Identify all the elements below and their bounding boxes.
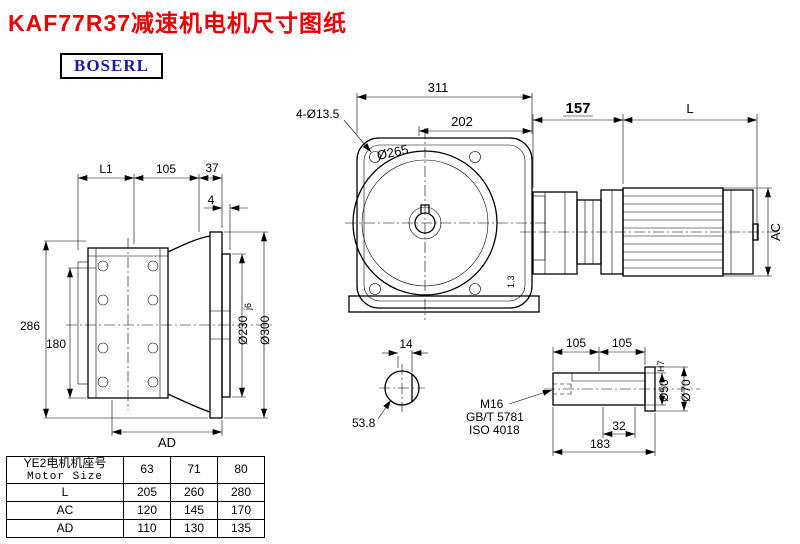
label-standard-gb: GB/T 5781: [466, 410, 524, 424]
dim-311: 311: [428, 80, 449, 95]
label-standard-iso: ISO 4018: [469, 423, 520, 437]
dim-14: 14: [399, 337, 413, 351]
table-row-AC: AC 120 145 170: [6, 501, 265, 521]
dim-202: 202: [451, 114, 473, 129]
motor-view-dimensions: 157 L AC: [532, 100, 783, 277]
label-thread-m16: M16: [480, 397, 504, 411]
table-cell: 280: [217, 483, 265, 503]
table-cell: 260: [170, 483, 218, 503]
brand-logo: BOSERL: [74, 56, 149, 75]
brand-logo-box: BOSERL: [60, 53, 163, 79]
table-cell: 110: [123, 519, 171, 539]
dim-4: 4: [208, 193, 215, 207]
dim-dia50-tolerance: H7: [656, 360, 666, 372]
left-view-dimensions: L1 105 37 4 286 180 Ø230 j6 Ø300 AD: [20, 161, 272, 450]
table-row-label: AC: [6, 501, 124, 521]
dim-105-right: 105: [612, 336, 632, 350]
dim-53-8: 53.8: [352, 416, 376, 430]
table-header-size-80: 80: [217, 455, 265, 485]
label-dia265: Ø265: [376, 142, 410, 163]
table-header-size-63: 63: [123, 455, 171, 485]
table-row-AD: AD 110 130 135: [6, 519, 265, 539]
left-view-linework: [66, 231, 272, 419]
label-bolt-holes: 4-Ø13.5: [296, 107, 340, 121]
dim-L: L: [686, 101, 693, 116]
dim-105-left: 105: [566, 336, 586, 350]
shaft-view-linework: [544, 366, 700, 412]
section-view-dimensions: 14 53.8: [352, 337, 428, 430]
front-view-dimensions: 311 202 4-Ø13.5 Ø265 1.3: [296, 80, 533, 288]
table-header-cn: YE2电机机座号: [23, 456, 107, 470]
table-header-size-71: 71: [170, 455, 218, 485]
table-cell: 120: [123, 501, 171, 521]
table-cell: 135: [217, 519, 265, 539]
table-header-row: YE2电机机座号 Motor Size 63 71 80: [6, 455, 265, 485]
dim-dia230-tolerance: j6: [243, 303, 253, 311]
table-cell: 170: [217, 501, 265, 521]
dim-105: 105: [156, 162, 176, 176]
dim-157: 157: [565, 100, 590, 117]
dim-AC: AC: [768, 223, 783, 241]
dim-180: 180: [46, 337, 66, 351]
label-surface-finish: 1.3: [506, 275, 516, 288]
table-row-label: L: [6, 483, 124, 503]
table-header-en: Motor Size: [26, 470, 103, 483]
dim-286: 286: [20, 319, 40, 333]
motor-view-linework: [520, 187, 778, 277]
table-cell: 145: [170, 501, 218, 521]
motor-size-table: YE2电机机座号 Motor Size 63 71 80 L 205 260 2…: [6, 455, 265, 539]
table-header-motor-size: YE2电机机座号 Motor Size: [6, 455, 124, 485]
dim-183: 183: [590, 437, 610, 451]
table-row-L: L 205 260 280: [6, 483, 265, 503]
dim-dia50: Ø50: [657, 379, 671, 402]
table-cell: 130: [170, 519, 218, 539]
page-title: KAF77R37减速机电机尺寸图纸: [8, 10, 348, 36]
dim-37: 37: [205, 161, 219, 175]
dim-dia70: Ø70: [679, 379, 693, 402]
dim-32: 32: [612, 419, 626, 433]
dim-dia300: Ø300: [258, 315, 272, 345]
table-cell: 205: [123, 483, 171, 503]
dim-dia230: Ø230: [236, 315, 250, 345]
section-view-linework: [379, 364, 425, 412]
front-view-linework: [345, 128, 548, 320]
shaft-view-dimensions: 105 105 M16 GB/T 5781 ISO 4018 32 183 Ø5…: [466, 336, 693, 456]
dim-AD: AD: [158, 435, 176, 450]
table-row-label: AD: [6, 519, 124, 539]
dim-L1: L1: [99, 162, 113, 176]
